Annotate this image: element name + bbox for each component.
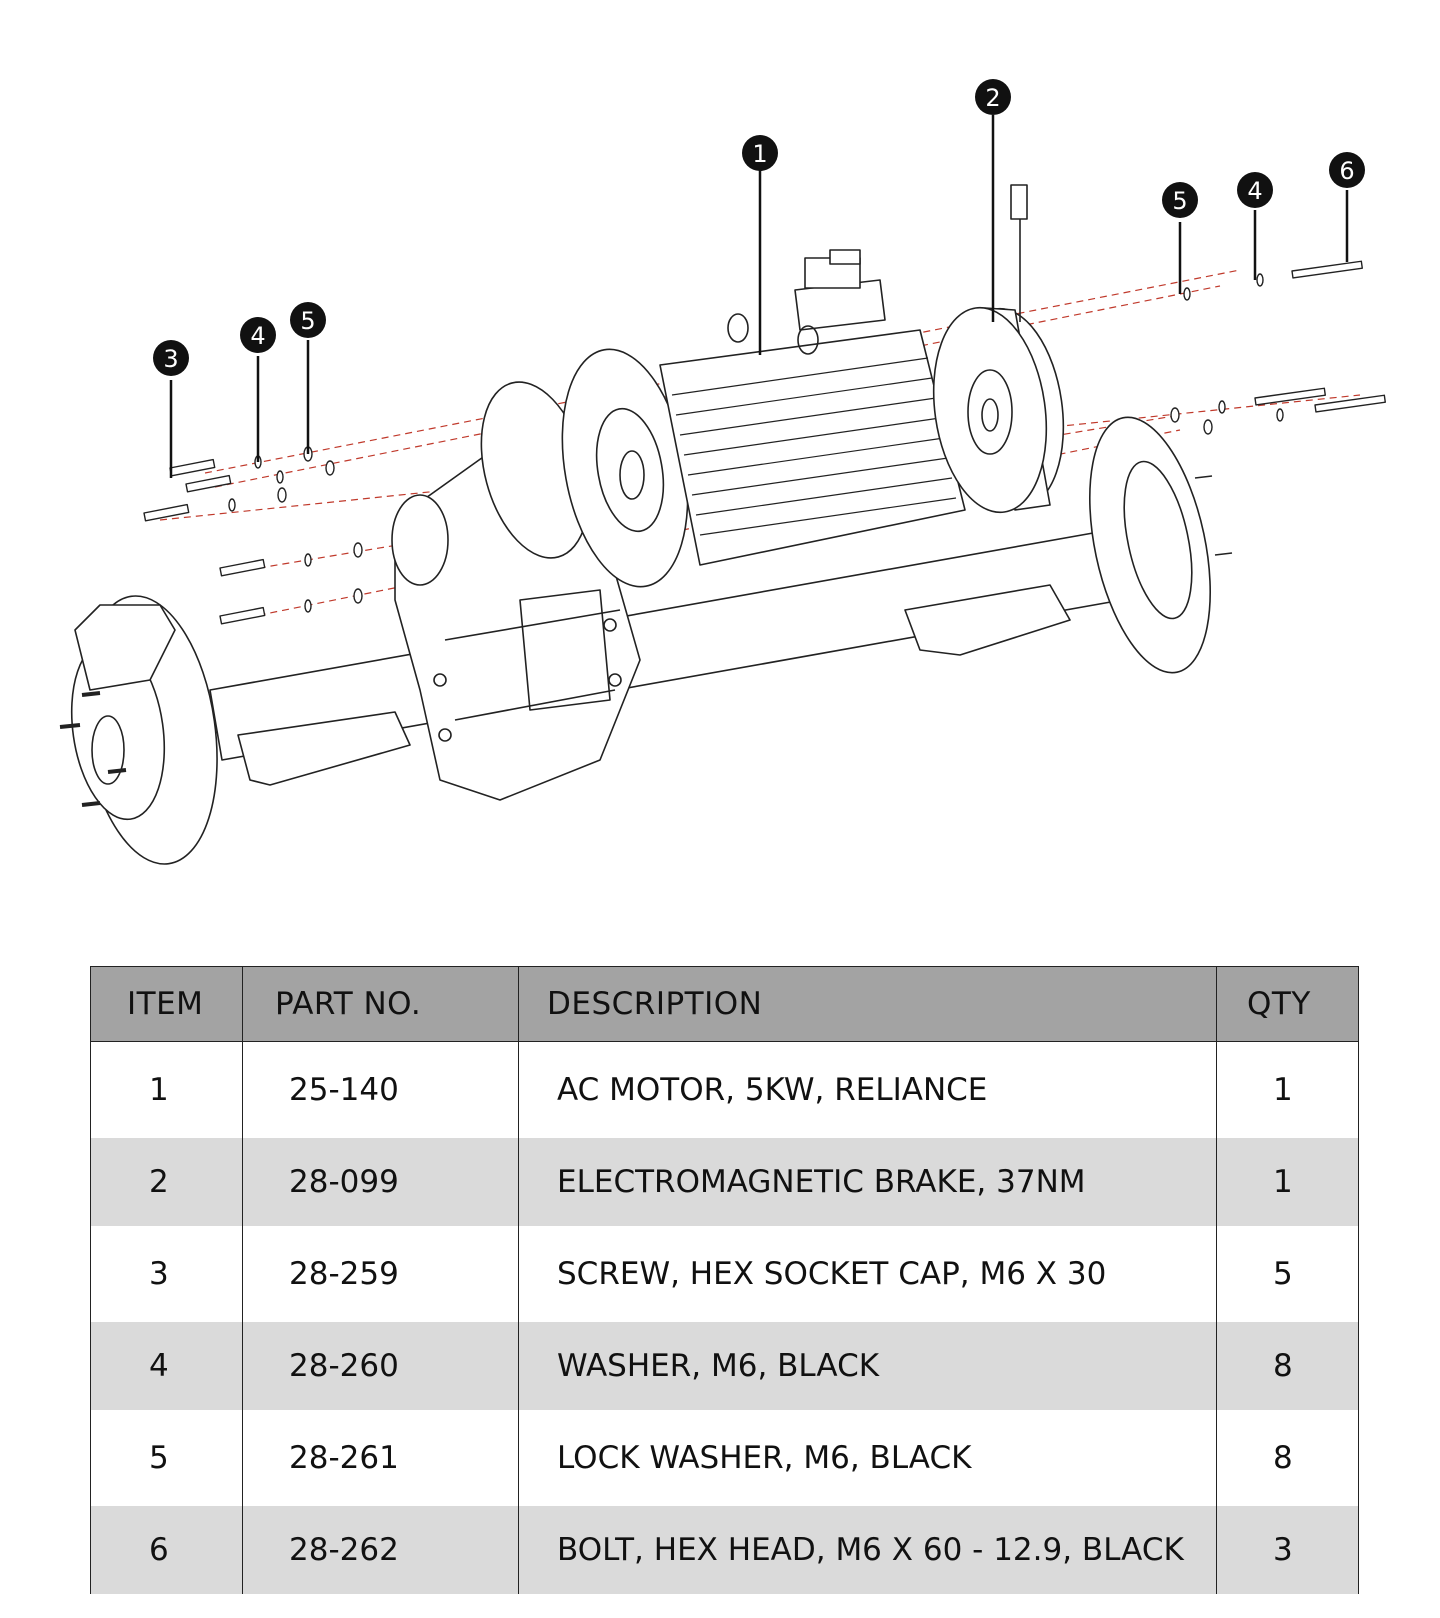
callout-5-left: 5 xyxy=(290,302,326,338)
callout-4-right: 4 xyxy=(1237,172,1273,208)
svg-text:5: 5 xyxy=(300,307,315,335)
cell-item: 3 xyxy=(90,1226,243,1322)
cell-part-no: 25-140 xyxy=(242,1041,519,1138)
left-bracket xyxy=(237,711,411,786)
callout-leaders xyxy=(169,115,1349,478)
callout-6: 6 xyxy=(1329,152,1365,188)
right-brake-disc xyxy=(1088,416,1212,674)
svg-text:6: 6 xyxy=(1339,157,1354,185)
cell-qty: 8 xyxy=(1216,1322,1359,1410)
cell-description: BOLT, HEX HEAD, M6 X 60 - 12.9, BLACK xyxy=(518,1506,1217,1594)
cell-part-no: 28-260 xyxy=(242,1322,519,1410)
wheel-studs xyxy=(59,691,127,807)
table-row: 3 28-259 SCREW, HEX SOCKET CAP, M6 X 30 … xyxy=(90,1226,1359,1322)
brake-connector xyxy=(1010,184,1028,220)
motor-body xyxy=(659,329,966,566)
table-row: 2 28-099 ELECTROMAGNETIC BRAKE, 37NM 1 xyxy=(90,1138,1359,1226)
table-row: 1 25-140 AC MOTOR, 5KW, RELIANCE 1 xyxy=(90,1041,1359,1138)
parts-list-table: ITEM PART NO. DESCRIPTION QTY 1 25-140 A… xyxy=(90,966,1359,1594)
brake-unit-face xyxy=(932,306,1048,514)
table-row: 4 28-260 WASHER, M6, BLACK 8 xyxy=(90,1322,1359,1410)
cell-item: 1 xyxy=(90,1041,243,1138)
motor-fins xyxy=(671,357,957,536)
table-row: 6 28-262 BOLT, HEX HEAD, M6 X 60 - 12.9,… xyxy=(90,1506,1359,1594)
cell-qty: 8 xyxy=(1216,1410,1359,1506)
cell-item: 2 xyxy=(90,1138,243,1226)
cell-item: 5 xyxy=(90,1410,243,1506)
header-description: DESCRIPTION xyxy=(518,966,1217,1042)
callout-3: 3 xyxy=(153,340,189,376)
svg-text:4: 4 xyxy=(250,322,265,350)
cell-qty: 1 xyxy=(1216,1041,1359,1138)
callout-5-right: 5 xyxy=(1162,182,1198,218)
callout-4-left: 4 xyxy=(240,317,276,353)
right-fasteners xyxy=(1170,260,1386,435)
svg-text:3: 3 xyxy=(163,345,178,373)
cell-description: WASHER, M6, BLACK xyxy=(518,1322,1217,1410)
right-bracket xyxy=(904,584,1071,656)
header-part-no: PART NO. xyxy=(242,966,519,1042)
callout-2: 2 xyxy=(975,79,1011,115)
svg-text:5: 5 xyxy=(1172,187,1187,215)
cell-description: SCREW, HEX SOCKET CAP, M6 X 30 xyxy=(518,1226,1217,1322)
header-item: ITEM xyxy=(90,966,243,1042)
left-fasteners xyxy=(143,446,363,625)
cell-item: 6 xyxy=(90,1506,243,1594)
cell-description: AC MOTOR, 5KW, RELIANCE xyxy=(518,1041,1217,1138)
left-caliper xyxy=(74,604,176,691)
cell-qty: 3 xyxy=(1216,1506,1359,1594)
svg-text:1: 1 xyxy=(752,140,767,168)
cell-description: ELECTROMAGNETIC BRAKE, 37NM xyxy=(518,1138,1217,1226)
table-row: 5 28-261 LOCK WASHER, M6, BLACK 8 xyxy=(90,1410,1359,1506)
cell-part-no: 28-261 xyxy=(242,1410,519,1506)
exploded-assembly-diagram: 1 2 3 4 5 5 4 6 xyxy=(59,79,1386,865)
svg-text:4: 4 xyxy=(1247,177,1262,205)
cell-qty: 1 xyxy=(1216,1138,1359,1226)
svg-text:2: 2 xyxy=(985,84,1000,112)
cell-part-no: 28-259 xyxy=(242,1226,519,1322)
cell-description: LOCK WASHER, M6, BLACK xyxy=(518,1410,1217,1506)
cell-item: 4 xyxy=(90,1322,243,1410)
table-header-row: ITEM PART NO. DESCRIPTION QTY xyxy=(90,966,1359,1042)
cell-part-no: 28-099 xyxy=(242,1138,519,1226)
callout-1: 1 xyxy=(742,135,778,171)
header-qty: QTY xyxy=(1216,966,1359,1042)
cell-qty: 5 xyxy=(1216,1226,1359,1322)
cell-part-no: 28-262 xyxy=(242,1506,519,1594)
